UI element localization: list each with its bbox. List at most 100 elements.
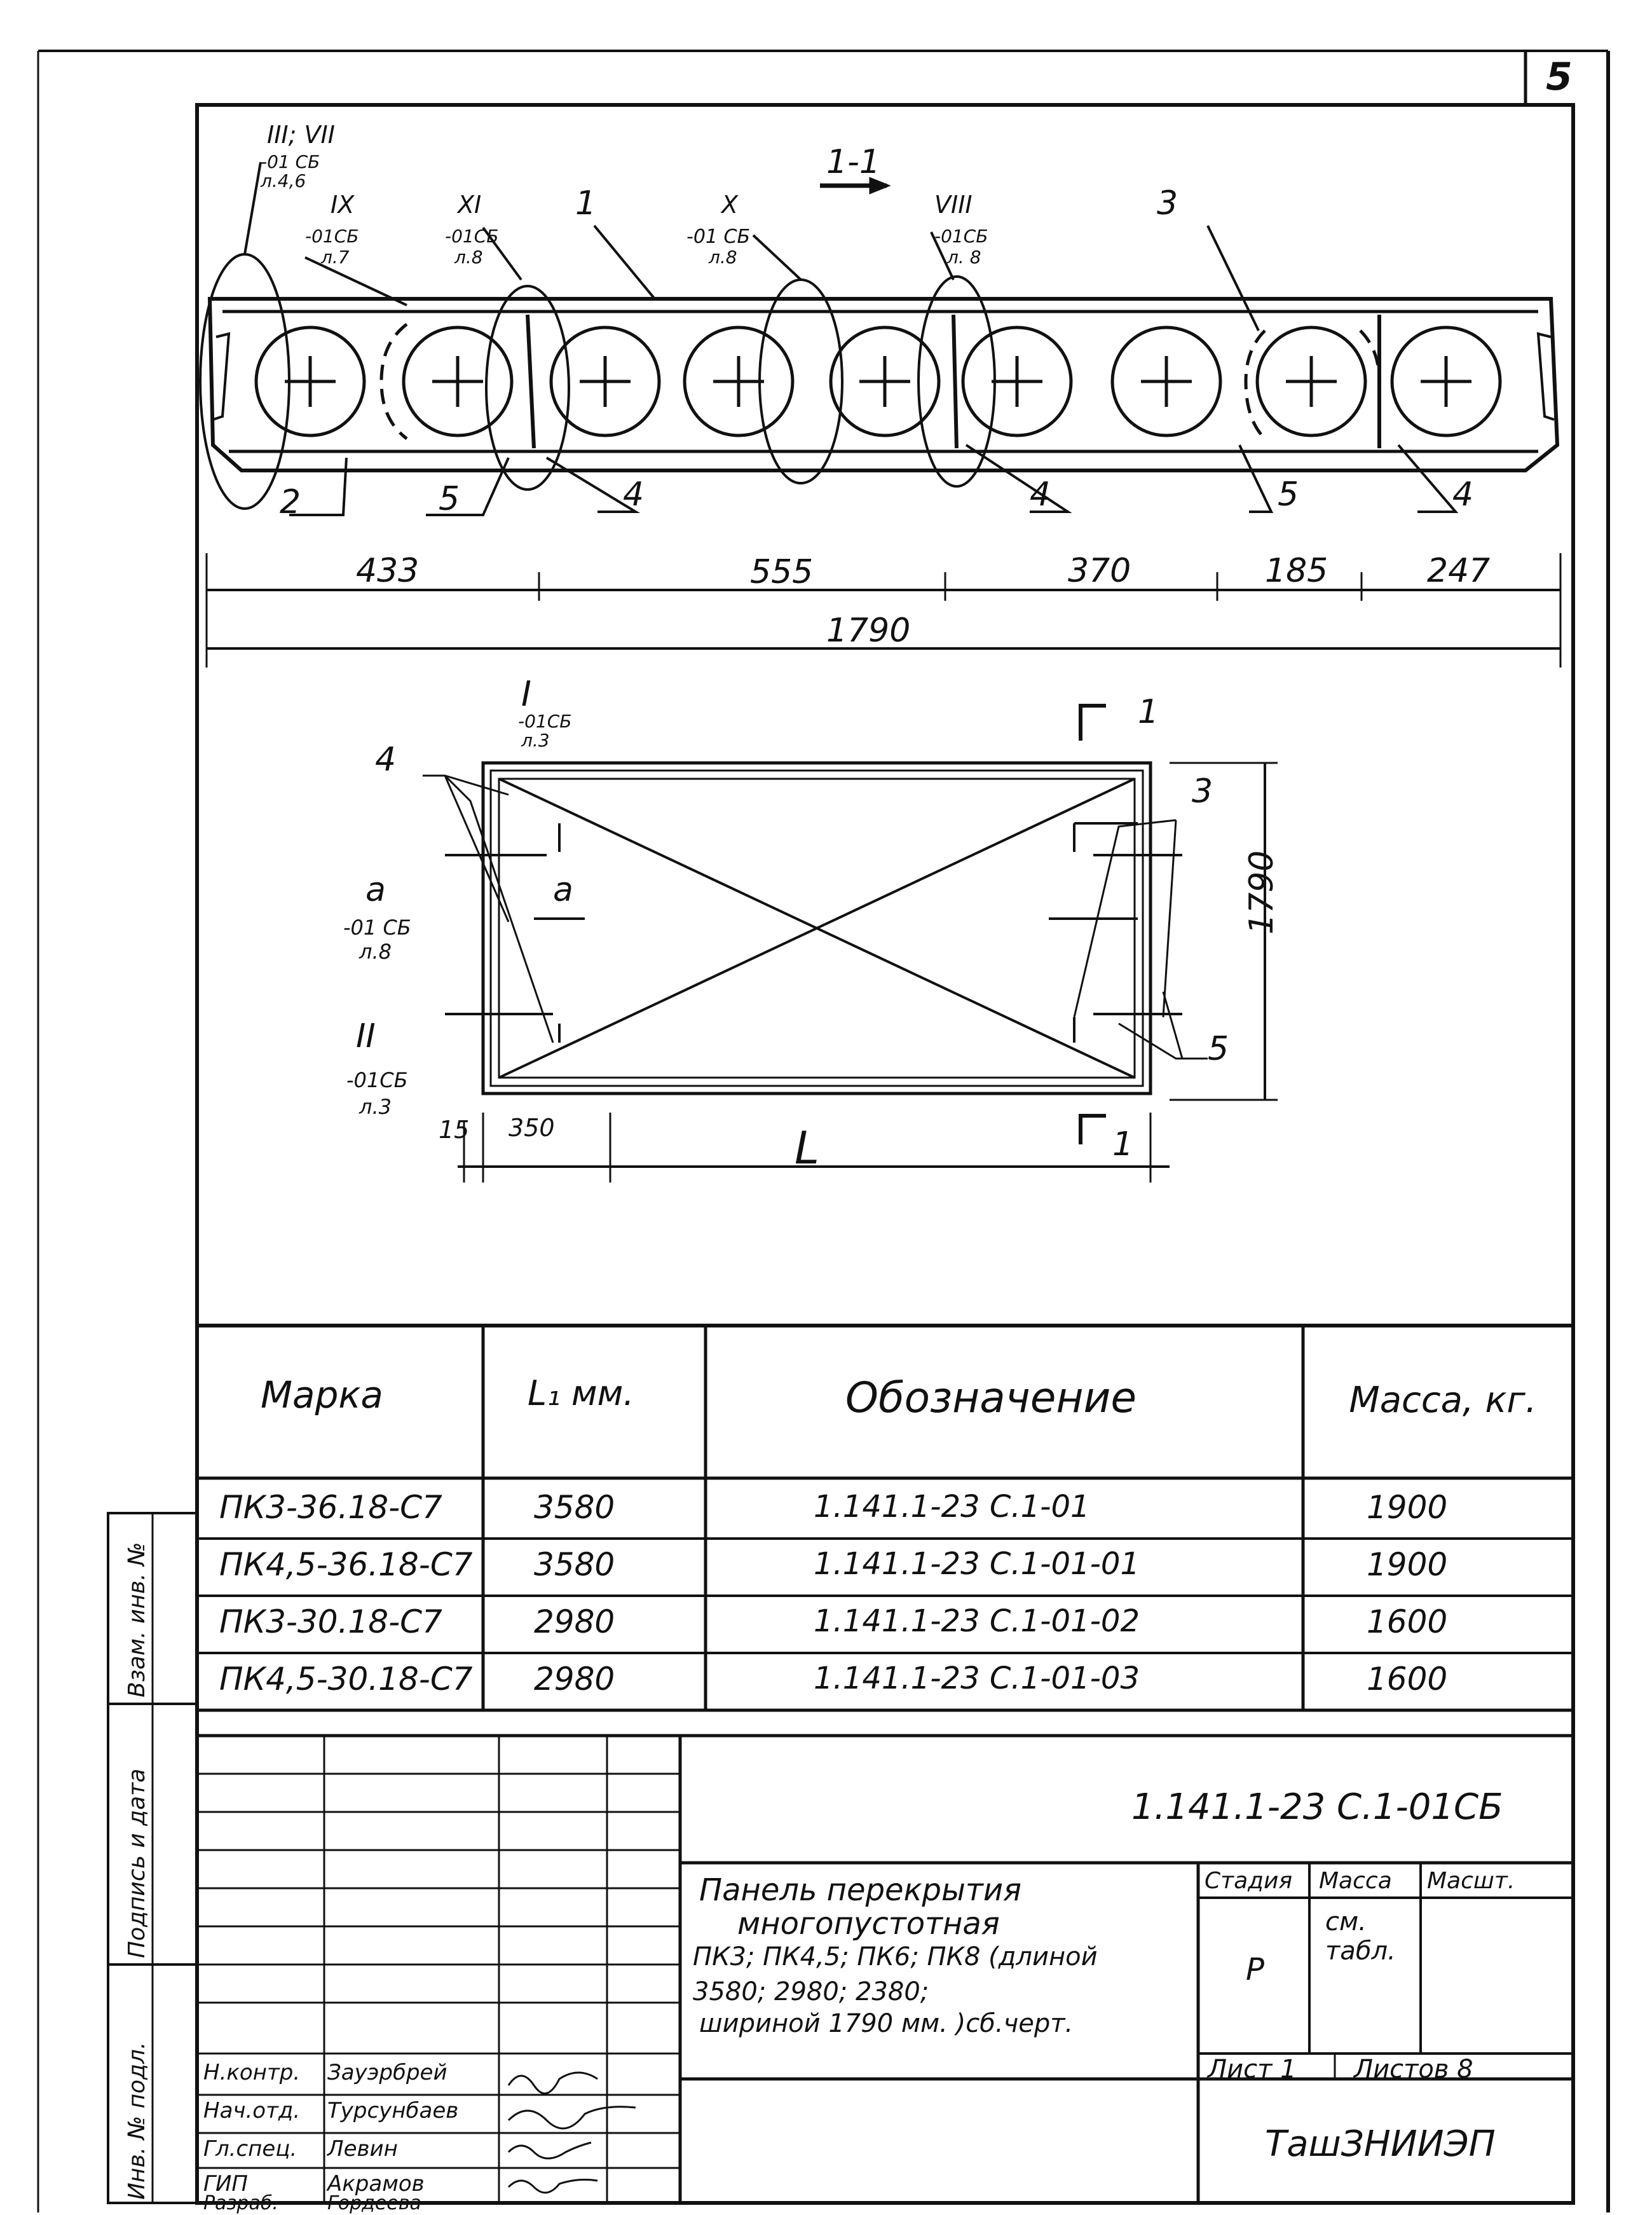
- callout-ref: -01 СБ: [343, 915, 411, 940]
- table-cell: 2980: [534, 1661, 615, 1697]
- dimension-value: 433: [356, 552, 420, 590]
- position-2: 2: [280, 483, 301, 521]
- position-3: 3: [1192, 772, 1213, 811]
- position-4: 4: [623, 476, 645, 514]
- sheet-number: 5: [1546, 55, 1573, 99]
- person-name: Гордеева: [327, 2192, 421, 2214]
- callout-roman: VIII: [934, 191, 973, 219]
- callout-sheet: л.8: [359, 940, 392, 964]
- position-3: 3: [1157, 184, 1178, 223]
- callout-ref: -01СБ: [518, 711, 572, 732]
- role-label: ГИП: [203, 2171, 248, 2197]
- title-line: Панель перекрытия: [699, 1872, 1021, 1908]
- dimension-value: 555: [750, 553, 814, 591]
- scale-header: Масшт.: [1427, 1868, 1515, 1894]
- side-stamp-label: Взам. инв. №: [124, 1542, 150, 1697]
- table-cell: ПК4,5-36.18-С7: [219, 1546, 473, 1583]
- section-mark: 1: [1112, 1125, 1134, 1163]
- sheet-label: Лист 1: [1208, 2055, 1297, 2084]
- signature-scribbles: [507, 2071, 636, 2194]
- table-cell: 1.141.1-23 С.1-01: [814, 1489, 1090, 1525]
- callout-roman: II: [356, 1017, 376, 1055]
- table-cell: ПК3-30.18-С7: [219, 1603, 442, 1640]
- title-line: шириной 1790 мм. )сб.черт.: [699, 2009, 1074, 2038]
- table-cell: 1.141.1-23 С.1-01-02: [814, 1603, 1140, 1639]
- table-cell: 3580: [534, 1489, 615, 1526]
- side-stamp-label: Подпись и дата: [124, 1768, 150, 1958]
- title-line: многопустотная: [737, 1906, 1000, 1942]
- void-circles: [254, 326, 1502, 437]
- dimension-total: 1790: [826, 612, 911, 650]
- table-cell: ПК3-36.18-С7: [219, 1489, 442, 1526]
- role-label: Гл.спец.: [203, 2136, 297, 2162]
- callout-roman: X: [721, 191, 739, 219]
- callout-sheet: л. 8: [947, 247, 981, 268]
- table-header: Масса, кг.: [1349, 1380, 1537, 1421]
- callout-ref: -01СБ: [934, 226, 988, 247]
- table-cell: 2980: [534, 1603, 615, 1640]
- table-header: L₁ мм.: [528, 1373, 634, 1413]
- document-code: 1.141.1-23 С.1-01СБ: [1131, 1786, 1503, 1828]
- callout-ref: -01СБ: [305, 226, 359, 247]
- callout-roman: I: [521, 674, 531, 714]
- mass-value: см. табл.: [1325, 1907, 1396, 1966]
- dimension-value: 350: [509, 1114, 555, 1142]
- position-5: 5: [439, 480, 460, 518]
- position-5: 5: [1208, 1030, 1229, 1068]
- callout-sheet: л.8: [454, 247, 483, 268]
- position-1: 1: [575, 184, 597, 223]
- position-4: 4: [1452, 476, 1474, 514]
- callout-sheet: л.3: [359, 1095, 392, 1119]
- table-cell: 3580: [534, 1546, 615, 1583]
- person-name: Акрамов: [327, 2171, 425, 2197]
- section-label-a: а: [553, 871, 573, 909]
- role-label: Разраб.: [203, 2192, 278, 2214]
- side-stamp-grid: [107, 1512, 198, 2204]
- dimension-value: 185: [1265, 552, 1328, 590]
- table-cell: 1600: [1367, 1661, 1448, 1697]
- table-cell: 1.141.1-23 С.1-01-03: [814, 1661, 1140, 1696]
- callout-ref: -01 СБ: [261, 151, 320, 172]
- person-name: Зауэрбрей: [327, 2060, 447, 2085]
- title-block-grid: [197, 1736, 1573, 2203]
- table-cell: 1900: [1367, 1489, 1448, 1526]
- section-mark: 1: [1138, 693, 1159, 731]
- dimension-value: 370: [1068, 552, 1131, 590]
- title-line: 3580; 2980; 2380;: [693, 1977, 929, 2006]
- callout-sheet: л.3: [521, 730, 550, 751]
- dimension-value: L: [795, 1122, 819, 1174]
- callout-roman: XI: [458, 191, 482, 219]
- callout-ref: -01СБ: [346, 1068, 408, 1092]
- title-line: ПК3; ПК4,5; ПК6; ПК8 (длиной: [693, 1942, 1098, 1972]
- person-name: Турсунбаев: [327, 2098, 459, 2123]
- person-name: Левин: [327, 2136, 398, 2162]
- stage-header: Стадия: [1205, 1868, 1293, 1894]
- spec-table-grid: [197, 1324, 1573, 1738]
- callout-sheet: л.4,6: [261, 170, 306, 191]
- table-cell: 1.141.1-23 С.1-01-01: [814, 1546, 1140, 1582]
- sheet-frame: [37, 50, 1610, 2212]
- callout-ref: -01СБ: [445, 226, 499, 247]
- callout-roman: III; VII: [267, 121, 335, 149]
- callout-sheet: л.8: [709, 247, 737, 268]
- table-header: Обозначение: [845, 1373, 1137, 1422]
- callout-roman: IX: [331, 191, 355, 219]
- table-cell: 1600: [1367, 1603, 1448, 1640]
- mass-header: Масса: [1319, 1868, 1392, 1894]
- sheets-label: Листов 8: [1354, 2055, 1473, 2084]
- section-1-1-drawing: [199, 161, 1562, 668]
- dimension-value: 247: [1427, 552, 1491, 590]
- position-4: 4: [1030, 476, 1051, 514]
- section-label: 1-1: [826, 143, 880, 181]
- position-5: 5: [1278, 476, 1299, 514]
- position-4: 4: [375, 741, 397, 779]
- organization: ТашЗНИИЭП: [1265, 2123, 1496, 2165]
- callout-sheet: л.7: [321, 247, 350, 268]
- table-header: Марка: [261, 1373, 383, 1416]
- table-cell: 1900: [1367, 1546, 1448, 1583]
- stage-value: Р: [1246, 1952, 1264, 1987]
- dimension-value: 1790: [1243, 850, 1281, 935]
- role-label: Нач.отд.: [203, 2098, 301, 2123]
- table-cell: ПК4,5-30.18-С7: [219, 1661, 473, 1697]
